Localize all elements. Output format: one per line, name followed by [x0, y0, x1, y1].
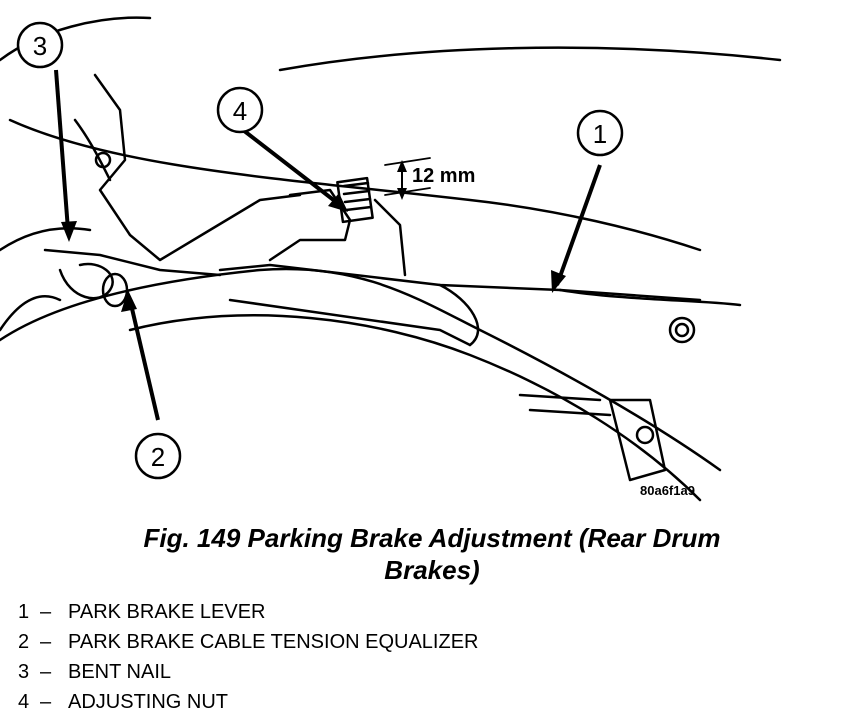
- cable: [43, 248, 222, 277]
- legend-item: 1–PARK BRAKE LEVER: [18, 597, 479, 627]
- parking-brake-illustration: 1 2 3 4 12 mm 80a6f1a9: [0, 16, 782, 502]
- callout-circle-3: [16, 21, 64, 69]
- legend-dash: –: [40, 601, 52, 623]
- legend-item: 4–ADJUSTING NUT: [18, 687, 479, 717]
- right-bracket: [608, 398, 667, 482]
- leader-2: [128, 299, 160, 421]
- leader-3: [54, 69, 70, 231]
- console-outer: [0, 267, 722, 472]
- console-top-line: [8, 118, 702, 252]
- cable-end: [58, 262, 114, 300]
- bracket: [93, 73, 302, 262]
- arrowhead-2: [121, 290, 137, 312]
- legend-dash: –: [40, 691, 52, 713]
- floor-arc-top: [278, 46, 782, 72]
- tunnel-left: [0, 226, 92, 252]
- arrowhead-3: [61, 221, 77, 242]
- console-lower: [128, 314, 702, 502]
- adjuster-bracket2: [373, 198, 407, 277]
- callout-circle-4: [216, 86, 264, 134]
- lever-body-lower: [228, 298, 472, 347]
- callout-3: 3: [33, 31, 47, 61]
- caption-line-2: Brakes): [384, 555, 480, 585]
- legend-number: 1: [18, 601, 30, 623]
- thread: [342, 181, 373, 212]
- arrowhead-1: [551, 270, 566, 293]
- legend-number: 2: [18, 631, 30, 653]
- leader-4: [241, 128, 342, 207]
- legend-list: 1–PARK BRAKE LEVER 2–PARK BRAKE CABLE TE…: [18, 597, 479, 717]
- legend-text: PARK BRAKE CABLE TENSION EQUALIZER: [68, 631, 479, 653]
- legend-dash: –: [40, 661, 52, 683]
- legend-number: 4: [18, 691, 30, 713]
- lever-tube: [438, 283, 480, 347]
- leader-1: [555, 164, 602, 286]
- callout-circle-1: [576, 109, 624, 157]
- figure-caption: Fig. 149 Parking Brake Adjustment (Rear …: [0, 522, 864, 586]
- lever-top: [558, 288, 742, 307]
- legend-number: 3: [18, 661, 30, 683]
- floor-arc-upper: [0, 16, 152, 62]
- bracket-inner: [73, 118, 112, 182]
- tunnel-left2: [0, 295, 62, 332]
- caption-line-1: Fig. 149 Parking Brake Adjustment (Rear …: [143, 523, 721, 553]
- figure-code: 80a6f1a9: [640, 483, 695, 498]
- callout-circle-2: [134, 432, 182, 480]
- legend-item: 2–PARK BRAKE CABLE TENSION EQUALIZER: [18, 627, 479, 657]
- legend-dash: –: [40, 631, 52, 653]
- dimension-label: 12 mm: [412, 165, 475, 187]
- legend-text: ADJUSTING NUT: [68, 691, 228, 713]
- legend-item: 3–BENT NAIL: [18, 657, 479, 687]
- arrowhead-4: [328, 193, 348, 212]
- callout-1: 1: [593, 119, 607, 149]
- legend-text: BENT NAIL: [68, 661, 171, 683]
- callout-2: 2: [151, 442, 165, 472]
- callout-4: 4: [233, 96, 247, 126]
- legend-text: PARK BRAKE LEVER: [68, 601, 266, 623]
